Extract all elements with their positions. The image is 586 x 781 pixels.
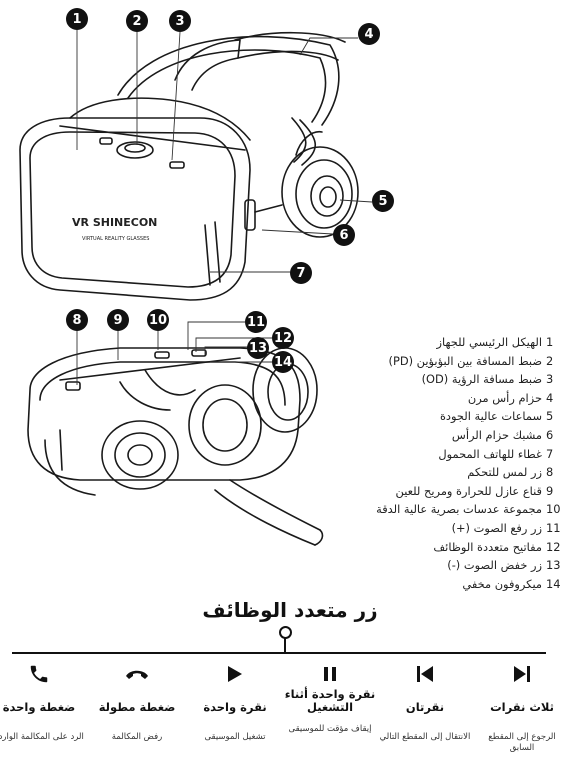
callout-3: 3 — [169, 10, 191, 32]
function-label: نقرتان — [405, 699, 445, 714]
function-description: إيقاف مؤقت للموسيقى — [288, 724, 372, 734]
list-item: 12 مفاتيح متعددة الوظائف — [300, 538, 570, 557]
part-label: ميكروفون مخفي — [462, 576, 542, 591]
list-item: 9 قناع عازل للحرارة ومريح للعين — [300, 482, 570, 501]
play-icon — [188, 660, 282, 688]
list-item: 2 ضبط المسافة بين البؤبؤين (PD) — [300, 352, 570, 371]
function-tap-while-playing: نقرة واحدة أثناء التشغيل إيقاف مؤقت للمو… — [283, 660, 377, 735]
list-item: 8 زر لمس للتحكم — [300, 463, 570, 482]
part-label: مجموعة عدسات بصرية عالية الدقة — [376, 502, 542, 517]
function-timeline — [12, 652, 546, 654]
callout-2: 2 — [126, 10, 148, 32]
part-number: 14 — [546, 576, 561, 591]
list-item: 3 ضبط مسافة الرؤية (OD) — [300, 370, 570, 389]
part-label: ضبط مسافة الرؤية (OD) — [421, 372, 542, 387]
part-number: 13 — [546, 558, 561, 573]
callout-8: 8 — [66, 309, 88, 331]
list-item: 5 سماعات عالية الجودة — [300, 407, 570, 426]
list-item: 10 مجموعة عدسات بصرية عالية الدقة — [300, 500, 570, 519]
part-number: 7 — [546, 446, 554, 461]
list-item: 6 مشبك حزام الرأس — [300, 426, 570, 445]
previous-track-icon — [378, 660, 472, 688]
callout-9: 9 — [107, 309, 129, 331]
callout-6: 6 — [333, 224, 355, 246]
function-triple-tap: ثلاث نقرات الرجوع إلى المقطع السابق — [475, 660, 569, 754]
part-label: الهيكل الرئيسي للجهاز — [436, 335, 542, 349]
callout-11: 11 — [245, 311, 267, 333]
function-description: رفض المكالمة — [111, 732, 163, 742]
function-label: نقرة واحدة — [203, 699, 267, 714]
logo-subtext: VIRTUAL REALITY GLASSES — [82, 236, 149, 242]
list-item: 11 زر رفع الصوت (+) — [300, 519, 570, 538]
part-number: 6 — [546, 427, 554, 442]
part-number: 5 — [546, 409, 554, 424]
function-label: نقرة واحدة أثناء التشغيل — [284, 687, 376, 714]
pause-icon — [283, 660, 377, 688]
part-number: 1 — [546, 335, 554, 349]
callout-4: 4 — [358, 23, 380, 45]
logo-text: VR SHINECON — [72, 216, 157, 229]
part-number: 10 — [546, 502, 561, 517]
part-label: حزام رأس مرن — [467, 390, 542, 405]
function-description: الانتقال إلى المقطع التالي — [379, 732, 471, 742]
function-label: ثلاث نقرات — [490, 699, 554, 714]
part-number: 12 — [546, 539, 561, 554]
next-track-icon — [475, 660, 569, 688]
multifunction-title: زر متعدد الوظائف — [202, 598, 378, 622]
callout-14: 14 — [272, 351, 294, 373]
list-item: 13 زر خفض الصوت (-) — [300, 556, 570, 575]
function-double-tap: نقرتان الانتقال إلى المقطع التالي — [378, 660, 472, 743]
list-item: 14 ميكروفون مخفي — [300, 575, 570, 594]
part-number: 8 — [546, 465, 554, 480]
callout-5: 5 — [372, 190, 394, 212]
phone-icon — [0, 660, 86, 688]
callout-10: 10 — [147, 309, 169, 331]
part-label: زر رفع الصوت (+) — [451, 520, 542, 535]
callout-12: 12 — [272, 327, 294, 349]
part-number: 3 — [546, 372, 554, 387]
function-label: ضغطة واحدة — [2, 699, 76, 714]
function-description: الرد على المكالمة الواردة — [0, 732, 84, 742]
function-single-tap: نقرة واحدة تشغيل الموسيقى — [188, 660, 282, 743]
list-item: 1 الهيكل الرئيسي للجهاز — [300, 333, 570, 352]
callout-1: 1 — [66, 8, 88, 30]
list-item: 4 حزام رأس مرن — [300, 389, 570, 408]
part-label: غطاء للهاتف المحمول — [438, 446, 542, 461]
function-long-press: ضغطة مطولة رفض المكالمة — [90, 660, 184, 743]
function-description: تشغيل الموسيقى — [204, 732, 266, 742]
function-single-press: ضغطة واحدة الرد على المكالمة الواردة — [0, 660, 86, 743]
part-label: ضبط المسافة بين البؤبؤين (PD) — [388, 353, 542, 368]
part-number: 9 — [546, 483, 554, 498]
part-number: 4 — [546, 390, 554, 405]
part-label: زر خفض الصوت (-) — [447, 558, 542, 573]
callout-13: 13 — [247, 337, 269, 359]
function-label: ضغطة مطولة — [98, 699, 176, 714]
callout-7: 7 — [290, 262, 312, 284]
parts-list: 1 الهيكل الرئيسي للجهاز 2 ضبط المسافة بين … — [300, 333, 570, 593]
function-description: الرجوع إلى المقطع السابق — [488, 732, 556, 753]
list-item: 7 غطاء للهاتف المحمول — [300, 445, 570, 464]
part-label: مشبك حزام الرأس — [451, 427, 542, 442]
part-number: 11 — [546, 520, 561, 535]
part-label: قناع عازل للحرارة ومريح للعين — [395, 483, 542, 498]
part-label: زر لمس للتحكم — [467, 465, 542, 480]
button-stem — [284, 637, 286, 652]
hang-up-icon — [90, 660, 184, 688]
part-label: مفاتيح متعددة الوظائف — [433, 539, 542, 554]
part-label: سماعات عالية الجودة — [439, 409, 542, 424]
part-number: 2 — [546, 353, 554, 368]
